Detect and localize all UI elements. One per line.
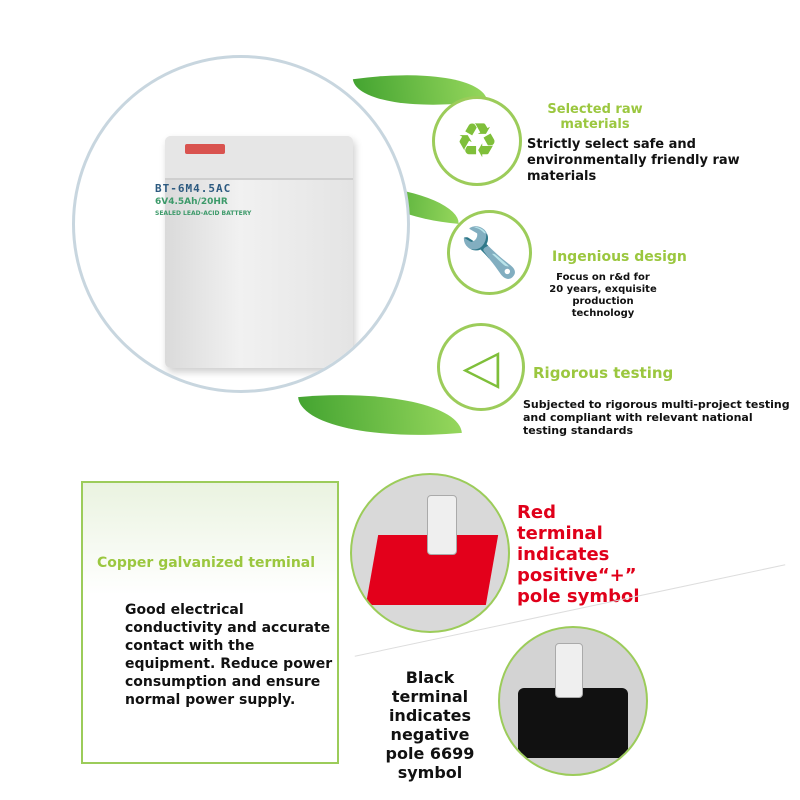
battery-model: BT-6M4.5AC xyxy=(155,182,232,195)
product-image-circle: BT-6M4.5AC 6V4.5Ah/20HR SEALED LEAD-ACID… xyxy=(72,55,410,393)
feature-text: Subjected to rigorous multi-project test… xyxy=(523,398,790,437)
feature-title: Rigorous testing xyxy=(533,364,674,382)
black-terminal-text: Black terminal indicates negative pole 6… xyxy=(385,668,475,782)
terminal-info-box: Copper galvanized terminal Good electric… xyxy=(81,481,339,764)
red-terminal-image xyxy=(350,473,510,633)
terminal-text: Good electrical conductivity and accurat… xyxy=(125,602,333,708)
feature-text: Focus on r&d for 20 years, exquisite pro… xyxy=(549,272,657,319)
feature-title: Ingenious design xyxy=(552,249,687,265)
check-arrow-icon: ◁ xyxy=(437,323,525,411)
leaf-decoration xyxy=(298,383,462,447)
feature-title: Selected raw materials xyxy=(547,102,643,132)
battery-type: SEALED LEAD-ACID BATTERY xyxy=(155,210,252,217)
black-terminal-image xyxy=(498,626,648,776)
terminal-title: Copper galvanized terminal xyxy=(97,555,316,571)
feature-text: Strictly select safe and environmentally… xyxy=(527,137,740,184)
battery-rating: 6V4.5Ah/20HR xyxy=(155,197,228,207)
battery-image xyxy=(165,136,353,368)
recycle-icon: ♻ xyxy=(432,96,522,186)
tools-icon: 🔧 xyxy=(447,210,532,295)
red-terminal-text: Red terminal indicates positive“+” pole … xyxy=(517,502,640,607)
